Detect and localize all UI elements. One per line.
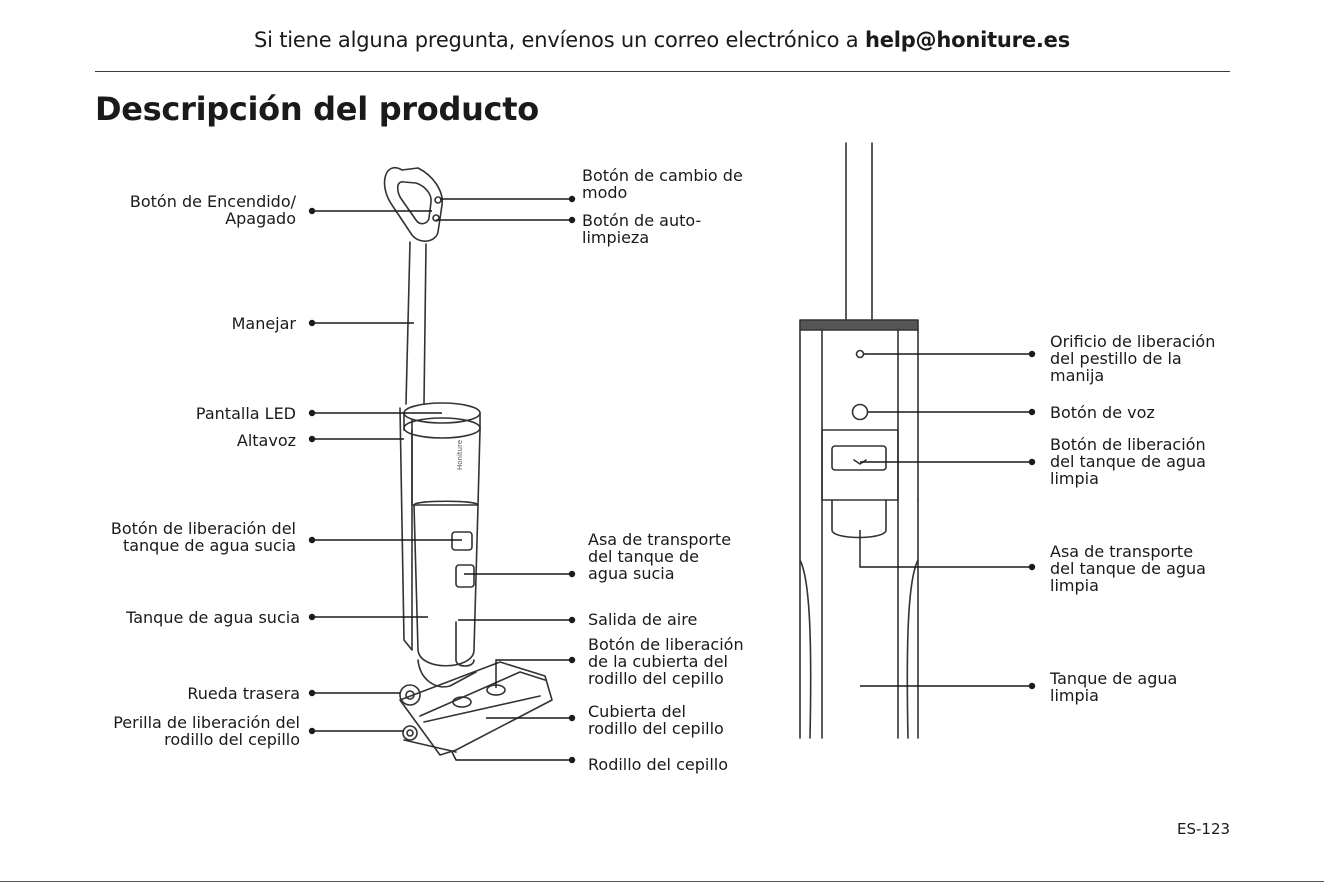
- page-number: ES-123: [1177, 820, 1231, 838]
- label-self-clean-button: Botón de auto- limpieza: [582, 211, 702, 247]
- support-email-link[interactable]: help@honiture.es: [864, 28, 1070, 52]
- callout-lines: [308, 195, 1036, 764]
- label-rear-wheel: Rueda trasera: [187, 684, 300, 703]
- label-dirty-tank-release: Botón de liberación del tanque de agua s…: [110, 519, 296, 555]
- page-title: Descripción del producto: [95, 90, 539, 128]
- label-mode-button: Botón de cambio de modo: [582, 166, 743, 202]
- label-clean-tank-release: Botón de liberación del tanque de agua l…: [1050, 435, 1206, 488]
- label-clean-tank-handle: Asa de transporte del tanque de agua lim…: [1050, 542, 1206, 595]
- label-dirty-tank-handle: Asa de transporte del tanque de agua suc…: [588, 530, 732, 583]
- label-power-button: Botón de Encendido/ Apagado: [129, 192, 296, 228]
- label-brush-roller: Rodillo del cepillo: [588, 755, 729, 774]
- label-dirty-tank: Tanque de agua sucia: [126, 608, 300, 627]
- label-cover-release: Botón de liberación de la cubierta del r…: [588, 635, 744, 688]
- bottom-divider: [0, 881, 1324, 882]
- page-header: Si tiene alguna pregunta, envíenos un co…: [0, 28, 1324, 52]
- vacuum-illustration: [383, 167, 553, 756]
- label-roller-knob: Perilla de liberación del rodillo del ce…: [113, 713, 300, 749]
- label-speaker: Altavoz: [236, 431, 296, 450]
- label-led-display: Pantalla LED: [195, 404, 296, 423]
- label-latch-release-hole: Orificio de liberación del pestillo de l…: [1050, 332, 1216, 385]
- header-text: Si tiene alguna pregunta, envíenos un co…: [253, 28, 865, 52]
- label-air-outlet: Salida de aire: [588, 610, 698, 629]
- detail-illustration: [799, 142, 919, 739]
- header-divider: [95, 71, 1230, 72]
- brand-mark: Honiture: [456, 440, 464, 470]
- label-roller-cover: Cubierta del rodillo del cepillo: [588, 702, 724, 738]
- label-handle: Manejar: [231, 314, 296, 333]
- label-voice-button: Botón de voz: [1050, 403, 1155, 422]
- label-clean-tank: Tanque de agua limpia: [1050, 669, 1178, 705]
